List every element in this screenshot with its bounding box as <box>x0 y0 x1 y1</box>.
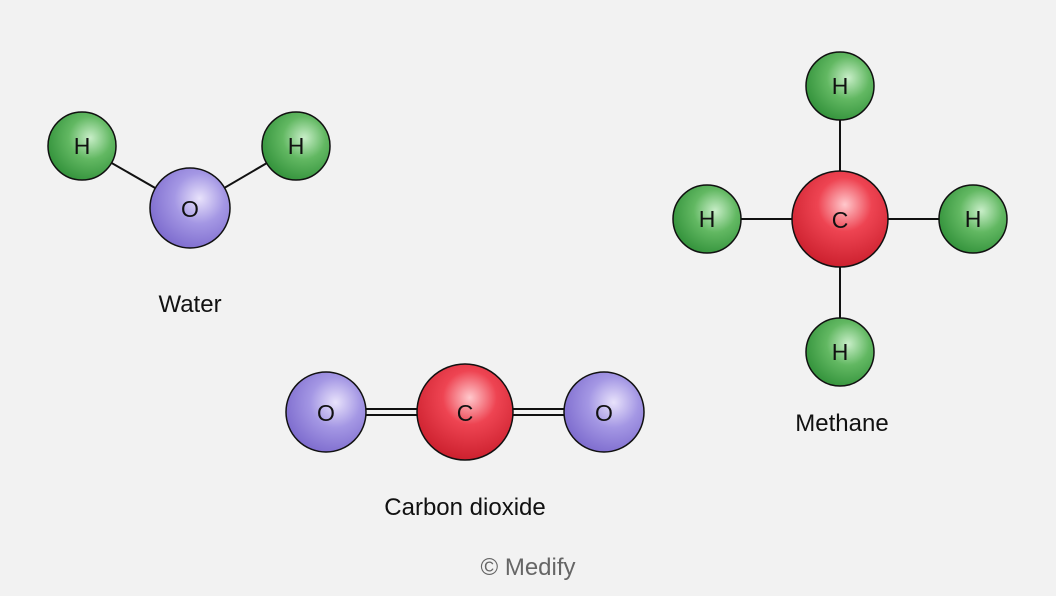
water-hydrogen-left-atom: H <box>47 111 117 181</box>
atom-label: H <box>74 133 91 159</box>
water-oxygen-atom: O <box>149 167 231 249</box>
methane-carbon-atom: C <box>791 170 889 268</box>
carbon-dioxide-molecule: O C O Carbon dioxide <box>285 363 645 521</box>
atom-label: O <box>317 400 335 426</box>
atom-label: H <box>832 73 849 99</box>
methane-caption: Methane <box>795 410 888 437</box>
atom-label: C <box>457 400 474 426</box>
water-molecule: H H O Water <box>47 111 331 318</box>
water-caption: Water <box>158 291 221 318</box>
methane-hydrogen-top-atom: H <box>805 51 875 121</box>
water-hydrogen-right-atom: H <box>261 111 331 181</box>
atom-label: H <box>288 133 305 159</box>
atom-label: H <box>965 206 982 232</box>
atom-label: O <box>595 400 613 426</box>
methane-hydrogen-bottom-atom: H <box>805 317 875 387</box>
methane-hydrogen-left-atom: H <box>672 184 742 254</box>
atom-label: C <box>832 207 849 233</box>
co2-oxygen-right-atom: O <box>563 371 645 453</box>
atom-label: H <box>832 339 849 365</box>
co2-oxygen-left-atom: O <box>285 371 367 453</box>
atom-label: H <box>699 206 716 232</box>
methane-molecule: H H H H C Methane <box>672 51 1008 437</box>
co2-carbon-atom: C <box>416 363 514 461</box>
methane-hydrogen-right-atom: H <box>938 184 1008 254</box>
atom-label: O <box>181 196 199 222</box>
carbon-dioxide-caption: Carbon dioxide <box>384 494 545 521</box>
copyright-text: © Medify <box>480 554 575 581</box>
